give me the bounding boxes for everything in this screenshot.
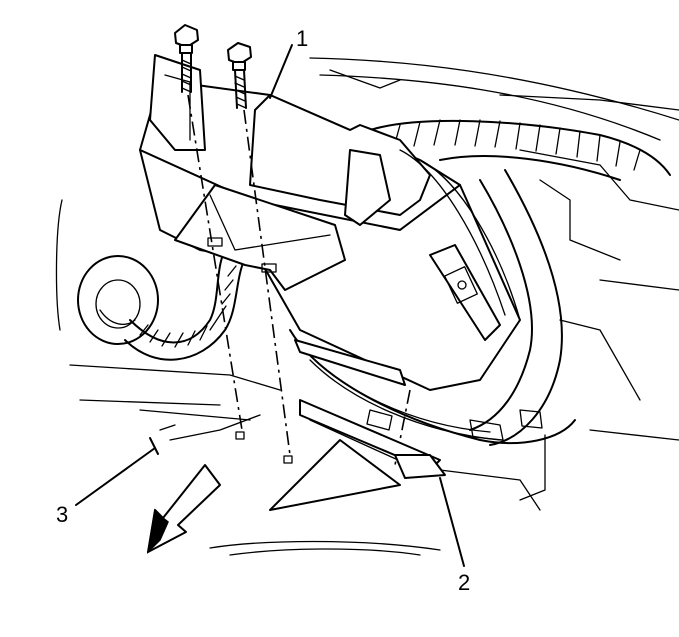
mounting-holes [235, 431, 293, 464]
callout-3-label: 3 [56, 502, 68, 527]
forward-arrow-icon [146, 464, 221, 555]
callout-2-label: 2 [458, 570, 470, 595]
callout-leaders [75, 44, 465, 567]
support-bracket [269, 399, 446, 511]
vehicle-body-background [55, 57, 679, 556]
bolt-icon [174, 24, 199, 93]
bolt-icon [227, 42, 252, 109]
harness-grommet [77, 255, 159, 345]
wiring-harness-right [289, 119, 671, 446]
control-module [139, 54, 521, 391]
wiring-harness-left [124, 249, 246, 361]
callout-1-label: 1 [296, 26, 308, 51]
